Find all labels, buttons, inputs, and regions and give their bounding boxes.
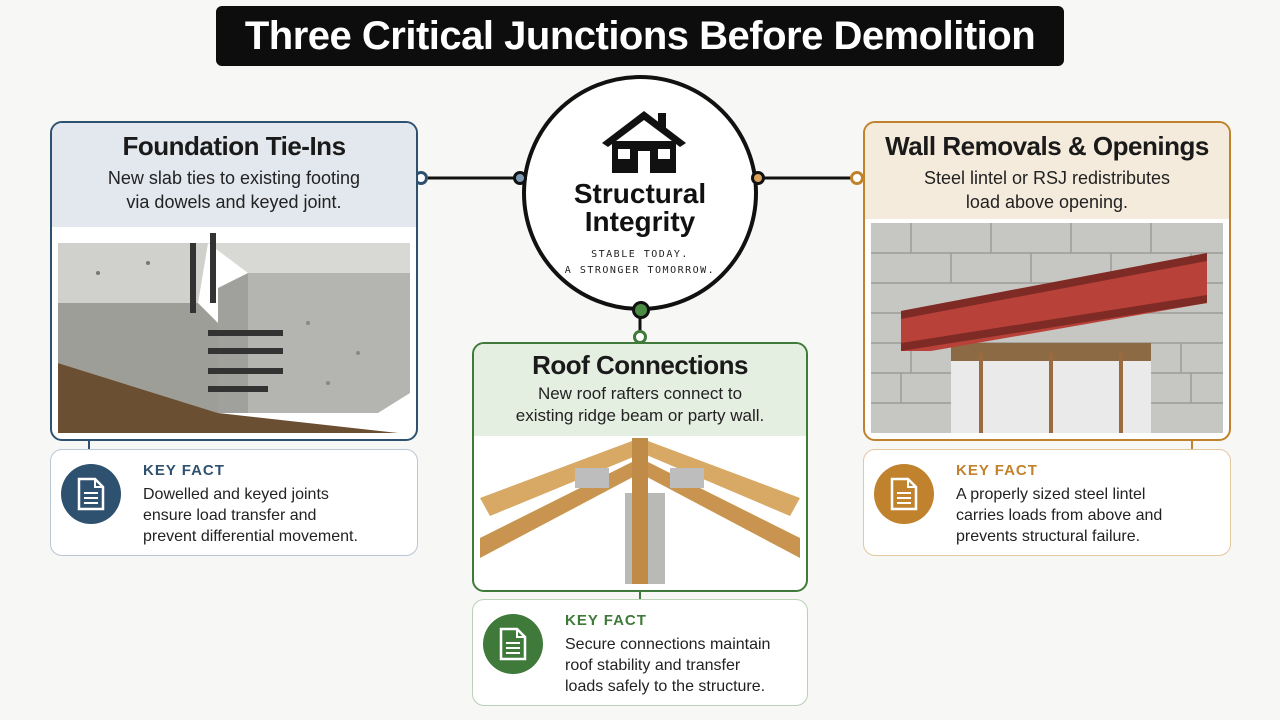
roof-key-fact: KEY FACT Secure connections maintain roo… [472,599,808,706]
foundation-card-description: New slab ties to existing footing via do… [107,168,361,212]
foundation-card: Foundation Tie-Ins New slab ties to exis… [50,121,418,441]
roof-fact-text: Secure connections maintain roof stabili… [565,636,771,695]
page-title: Three Critical Junctions Before Demoliti… [216,6,1064,66]
hub-bottom-node [632,301,650,319]
structural-integrity-hub: Structural Integrity STABLE TODAY. A STR… [522,75,758,311]
house-icon [602,111,686,173]
document-icon [890,477,918,511]
walls-card: Wall Removals & Openings Steel lintel or… [863,121,1231,441]
roof-fact-label: KEY FACT [565,612,647,629]
foundation-fact-text: Dowelled and keyed joints ensure load tr… [143,486,358,545]
hub-subtitle: STABLE TODAY. A STRONGER TOMORROW. [564,249,716,276]
foundation-key-fact: KEY FACT Dowelled and keyed joints ensur… [50,449,418,556]
walls-key-fact: KEY FACT A properly sized steel lintel c… [863,449,1231,556]
walls-fact-icon-badge [874,464,934,524]
foundation-illustration [58,233,410,433]
hub-title: Structural Integrity [573,178,707,237]
roof-card-description: New roof rafters connect to existing rid… [515,384,765,425]
foundation-card-header: Foundation Tie-Ins New slab ties to exis… [52,123,416,227]
hub-right-node [751,171,765,185]
walls-card-description: Steel lintel or RSJ redistributes load a… [923,168,1171,212]
walls-card-title: Wall Removals & Openings [885,131,1209,161]
foundation-fact-label: KEY FACT [143,462,225,479]
walls-illustration [871,223,1223,433]
foundation-fact-icon-badge [61,464,121,524]
walls-card-header: Wall Removals & Openings Steel lintel or… [865,123,1229,219]
roof-card-header: Roof Connections New roof rafters connec… [474,344,806,436]
walls-fact-label: KEY FACT [956,462,1038,479]
foundation-card-title: Foundation Tie-Ins [122,131,346,161]
walls-connector-node [850,171,864,185]
hub-left-node [513,171,527,185]
roof-fact-icon-badge [483,614,543,674]
document-icon [77,477,105,511]
roof-card-title: Roof Connections [532,350,748,380]
roof-illustration [480,438,800,584]
roof-card: Roof Connections New roof rafters connec… [472,342,808,592]
document-icon [499,627,527,661]
walls-fact-text: A properly sized steel lintel carries lo… [956,486,1163,545]
